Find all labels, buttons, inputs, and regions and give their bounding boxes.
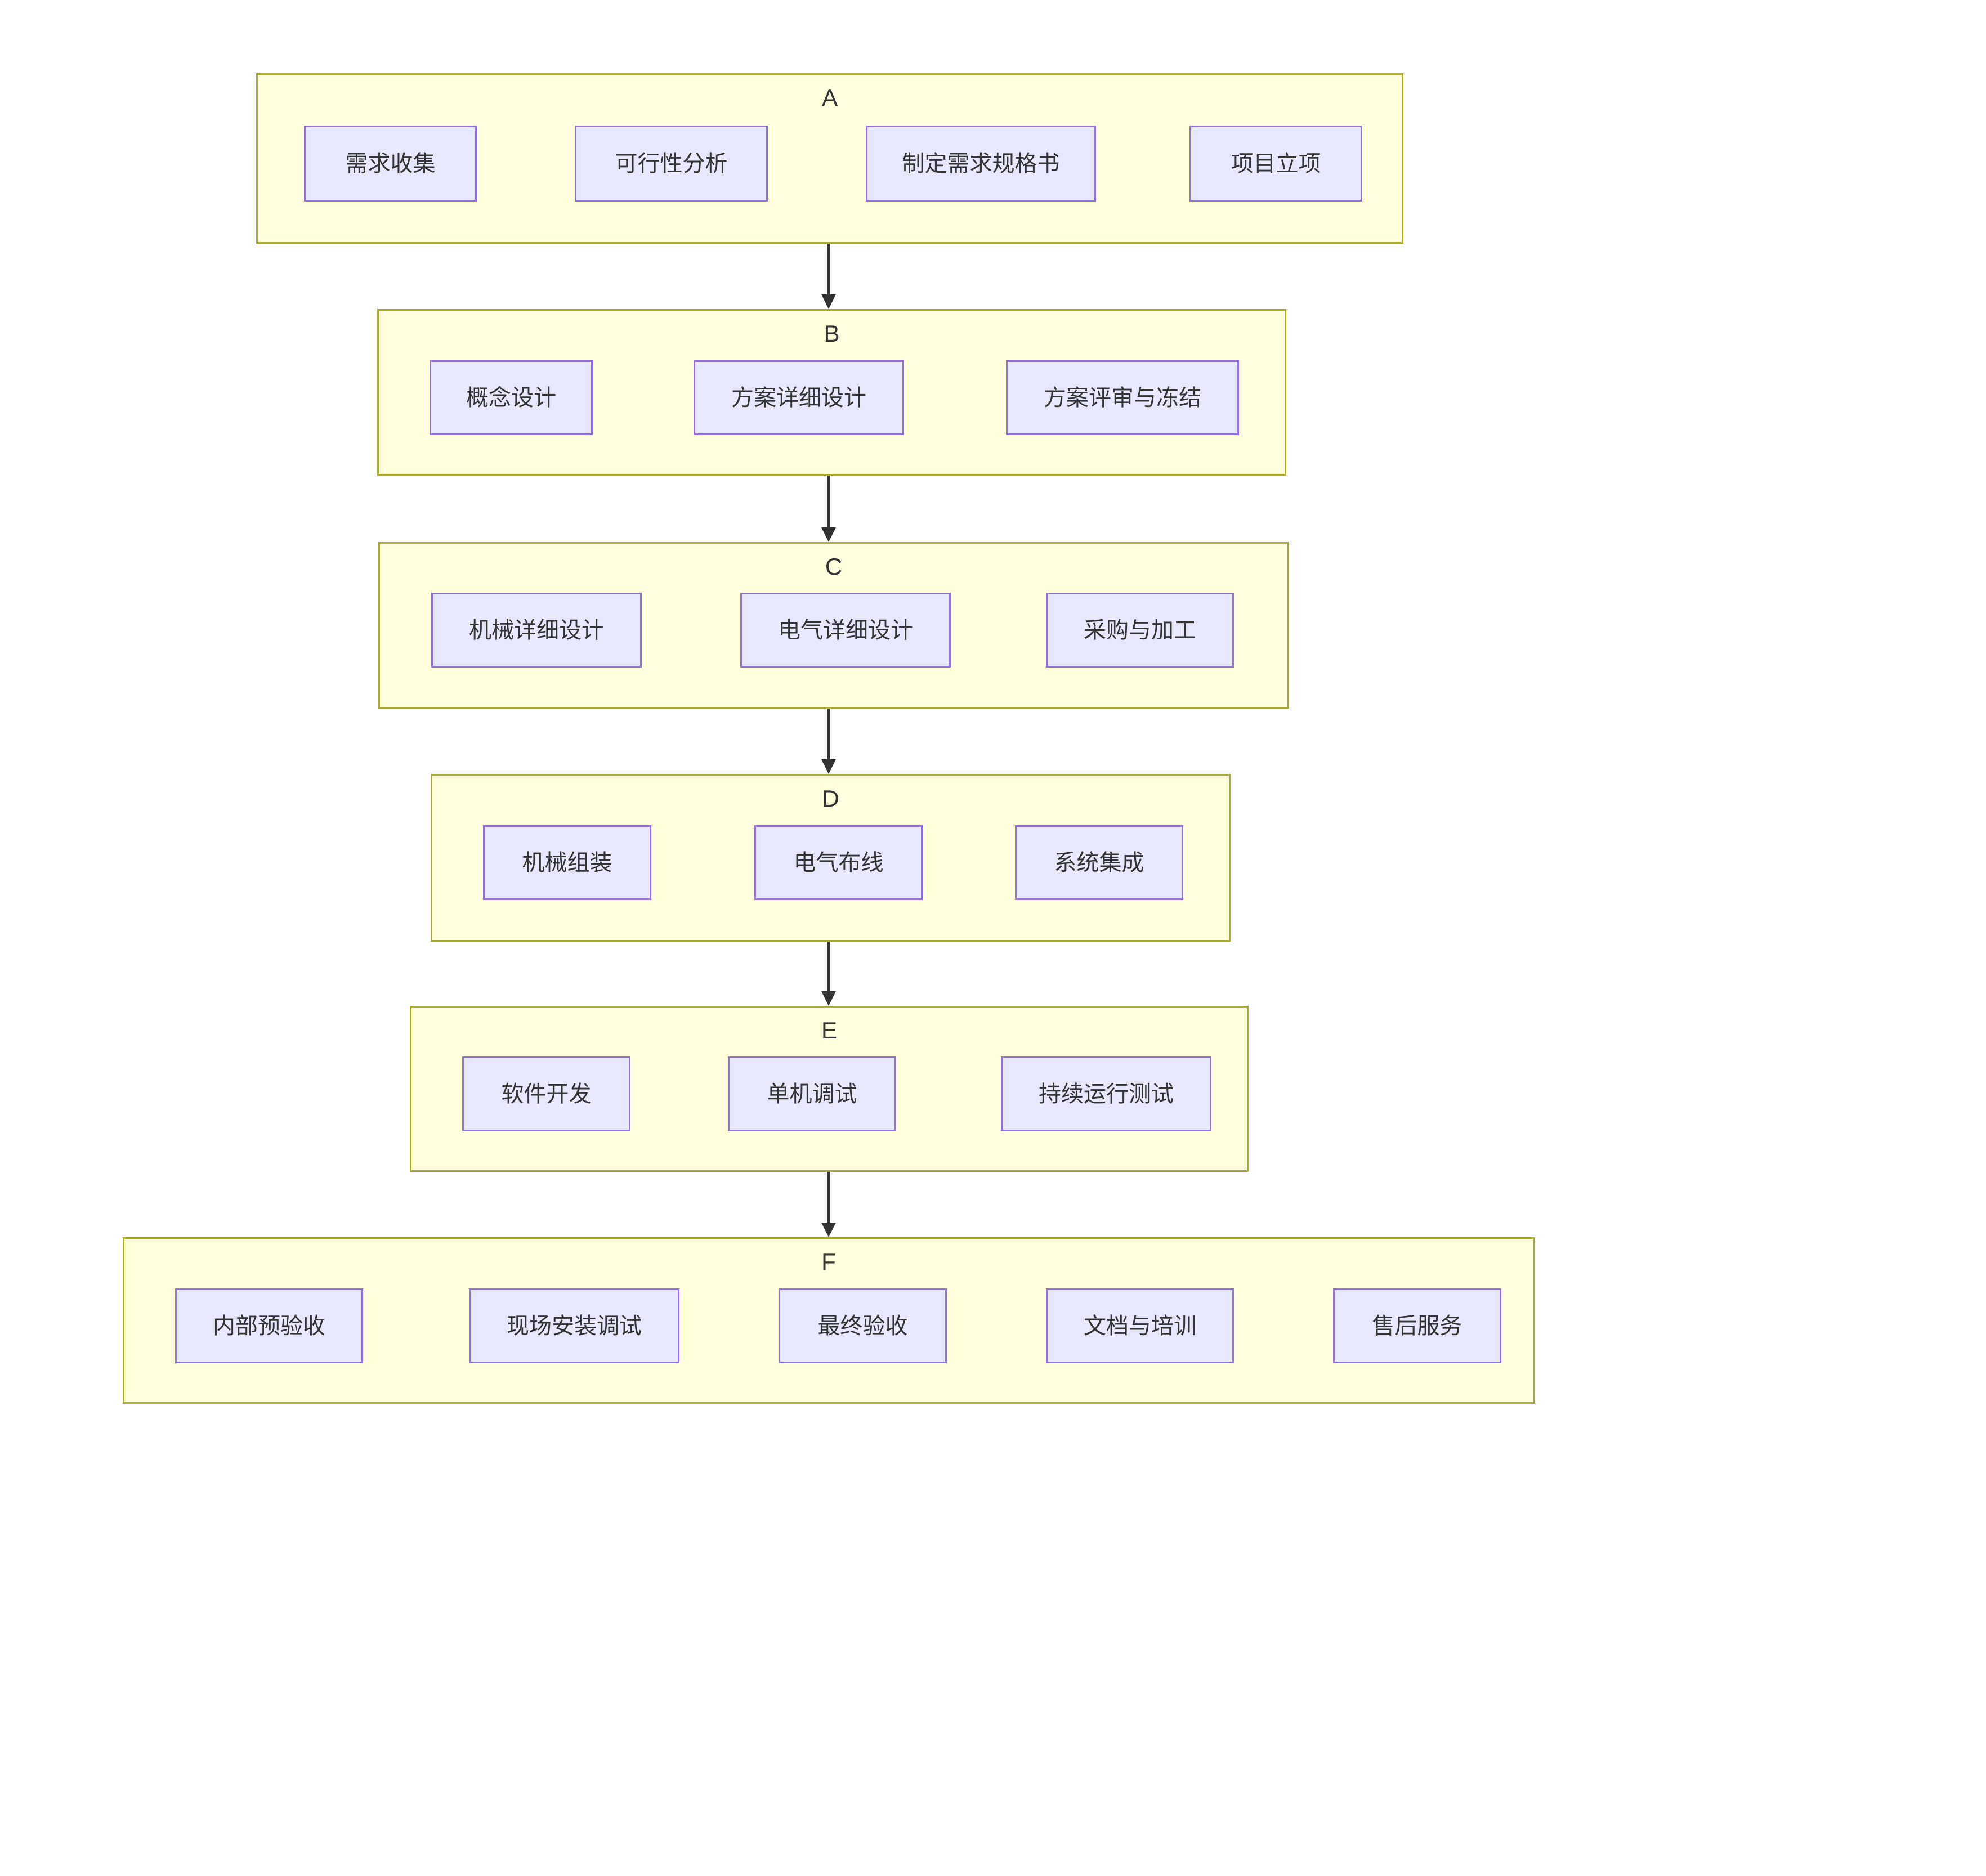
process-node-D2[interactable]: 电气布线 [754,825,923,900]
process-node-label: 现场安装调试 [507,1313,642,1338]
process-node-label: 系统集成 [1054,850,1144,875]
process-node-label: 最终验收 [817,1313,908,1338]
process-node-E1[interactable]: 软件开发 [462,1056,630,1131]
edge-B-to-C [821,476,836,542]
edge-D-to-E [821,942,836,1006]
process-node-label: 制定需求规格书 [902,151,1060,176]
subgraph-container-B: B 概念设计 方案详细设计 方案评审与冻结 [377,309,1286,476]
process-node-F3[interactable]: 最终验收 [779,1288,947,1363]
process-node-F1[interactable]: 内部预验收 [175,1288,363,1363]
process-node-C1[interactable]: 机械详细设计 [431,593,642,668]
subgraph-label-D: D [822,785,839,812]
process-node-label: 方案详细设计 [731,385,866,410]
process-node-label: 电气布线 [793,850,884,875]
process-node-label: 持续运行测试 [1039,1081,1174,1107]
process-node-label: 概念设计 [466,385,556,410]
process-node-label: 单机调试 [767,1081,857,1107]
subgraph-container-F: F 内部预验收 现场安装调试 最终验收 文档与培训 售后服务 [123,1237,1535,1404]
process-node-label: 电气详细设计 [778,617,913,643]
process-node-label: 可行性分析 [615,151,728,176]
process-node-A4[interactable]: 项目立项 [1189,126,1362,202]
subgraph-label-C: C [825,553,843,580]
subgraph-label-E: E [821,1017,837,1044]
process-node-A1[interactable]: 需求收集 [304,126,477,202]
subgraph-container-E: E 软件开发 单机调试 持续运行测试 [410,1006,1249,1172]
process-node-F2[interactable]: 现场安装调试 [469,1288,679,1363]
edge-E-to-F [821,1172,836,1237]
process-node-label: 方案评审与冻结 [1044,385,1201,410]
edge-C-to-D [821,709,836,774]
process-node-B1[interactable]: 概念设计 [430,360,593,435]
process-node-B2[interactable]: 方案详细设计 [694,360,904,435]
process-node-label: 采购与加工 [1084,617,1196,643]
subgraph-label-F: F [821,1248,836,1275]
process-node-F5[interactable]: 售后服务 [1333,1288,1501,1363]
process-node-label: 需求收集 [345,151,436,176]
edge-A-to-B [821,244,836,309]
process-node-label: 软件开发 [501,1081,592,1107]
process-node-label: 售后服务 [1372,1313,1462,1338]
process-node-D1[interactable]: 机械组装 [483,825,651,900]
process-node-F4[interactable]: 文档与培训 [1046,1288,1234,1363]
process-node-label: 文档与培训 [1084,1313,1196,1338]
process-node-A2[interactable]: 可行性分析 [575,126,768,202]
process-node-B3[interactable]: 方案评审与冻结 [1006,360,1239,435]
process-node-label: 机械详细设计 [469,617,604,643]
process-node-E2[interactable]: 单机调试 [728,1056,896,1131]
process-node-C2[interactable]: 电气详细设计 [740,593,951,668]
process-node-C3[interactable]: 采购与加工 [1046,593,1234,668]
subgraph-container-A: A 需求收集 可行性分析 制定需求规格书 项目立项 [256,73,1403,244]
subgraph-label-A: A [821,84,838,111]
process-node-E3[interactable]: 持续运行测试 [1001,1056,1211,1131]
process-node-label: 内部预验收 [213,1313,325,1338]
subgraph-container-D: D 机械组装 电气布线 系统集成 [431,774,1231,942]
process-node-A3[interactable]: 制定需求规格书 [866,126,1096,202]
subgraph-container-C: C 机械详细设计 电气详细设计 采购与加工 [378,542,1289,709]
process-node-D3[interactable]: 系统集成 [1015,825,1183,900]
process-node-label: 机械组装 [522,850,612,875]
subgraph-label-B: B [824,320,840,347]
process-node-label: 项目立项 [1231,151,1321,176]
